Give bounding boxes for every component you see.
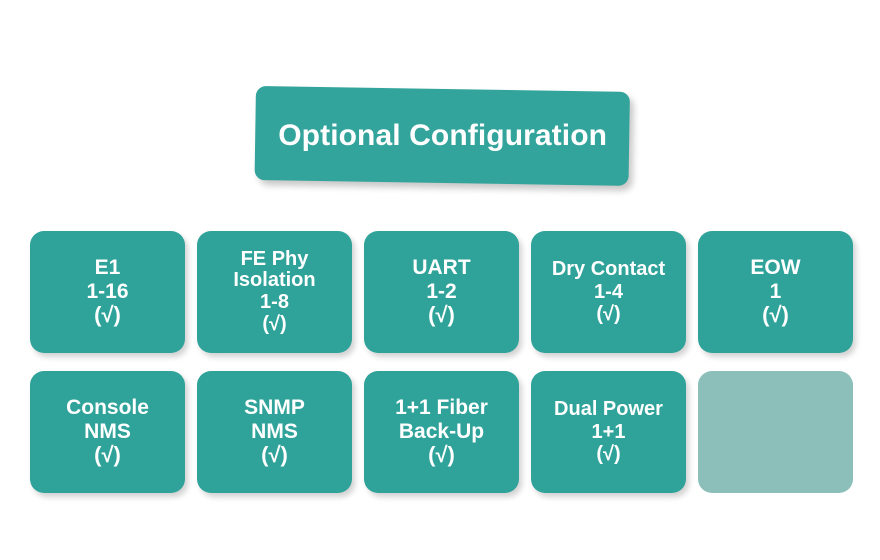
availability-check-icon: (√)	[94, 442, 121, 468]
feature-card-line: Console	[66, 396, 149, 420]
availability-check-icon: (√)	[261, 442, 288, 468]
feature-card-line: NMS	[84, 419, 131, 443]
feature-card-line: Dual Power	[554, 398, 663, 421]
availability-check-icon: (√)	[428, 442, 455, 468]
feature-card-line: 1-4	[594, 280, 623, 303]
availability-check-icon: (√)	[596, 303, 621, 326]
availability-check-icon: (√)	[94, 302, 121, 328]
feature-card-line: 1+1 Fiber	[395, 396, 488, 420]
availability-check-icon: (√)	[762, 302, 789, 328]
feature-card-line: FE Phy	[240, 247, 309, 270]
availability-check-icon: (√)	[428, 302, 455, 328]
feature-card-line: SNMP	[244, 396, 305, 420]
feature-card-line: 1	[769, 279, 782, 303]
feature-card-line: 1-2	[426, 279, 457, 303]
title-banner-shape: Optional Configuration	[254, 86, 630, 186]
feature-card-line: 1-8	[260, 291, 289, 313]
feature-card-line: EOW	[750, 256, 801, 280]
title-banner: Optional Configuration	[254, 86, 630, 186]
availability-check-icon: (√)	[262, 312, 287, 335]
feature-card-line: Isolation	[233, 269, 316, 292]
feature-card-line: NMS	[251, 419, 298, 443]
feature-card-line: UART	[412, 256, 471, 280]
feature-card-line: Dry Contact	[551, 258, 666, 281]
page-title: Optional Configuration	[277, 118, 607, 152]
feature-card-line: 1-16	[86, 279, 129, 303]
feature-card-empty	[698, 371, 853, 493]
availability-check-icon: (√)	[596, 443, 621, 466]
feature-card-line: Back-Up	[398, 419, 485, 443]
feature-card-line: E1	[94, 256, 121, 280]
feature-card-line: 1+1	[591, 420, 626, 443]
